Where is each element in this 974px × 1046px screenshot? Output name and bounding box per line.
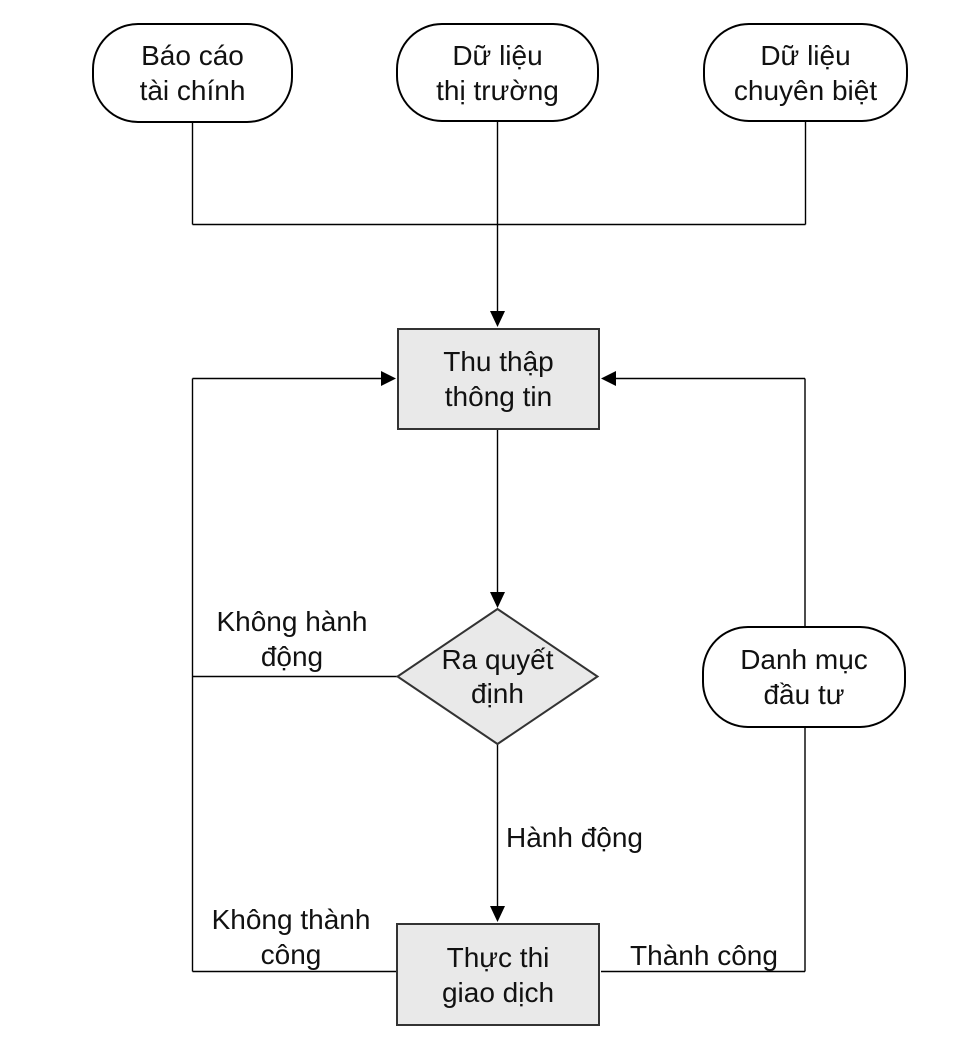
- terminal-portfolio: Danh mục đầu tư: [702, 626, 906, 728]
- edge-label-action: Hành động: [506, 822, 644, 853]
- terminal-financial-reports-label: Báo cáo tài chính: [139, 40, 246, 106]
- edge-label-no-action: Không hành động: [216, 606, 368, 672]
- process-collect-information: Thu thập thông tin: [397, 328, 600, 430]
- terminal-specialized-data: Dữ liệu chuyên biệt: [703, 23, 908, 122]
- terminal-portfolio-label: Danh mục đầu tư: [740, 644, 868, 710]
- arrowhead-into-execute-top: [490, 906, 505, 922]
- process-collect-information-label: Thu thập thông tin: [443, 346, 554, 412]
- edge-label-successful: Thành công: [630, 940, 778, 971]
- arrowhead-into-decision-top: [490, 592, 505, 608]
- process-execute-trades-label: Thực thi giao dịch: [441, 941, 555, 1008]
- arrowhead-into-collect-right: [601, 371, 616, 386]
- arrowhead-into-collect-top: [490, 311, 505, 327]
- terminal-market-data: Dữ liệu thị trường: [396, 23, 599, 122]
- edge-label-unsuccessful: Không thành công: [211, 904, 371, 970]
- terminal-financial-reports: Báo cáo tài chính: [92, 23, 293, 123]
- decision-make-decision-label: Ra quyết định: [441, 643, 554, 709]
- arrowhead-into-collect-left: [381, 371, 396, 386]
- terminal-specialized-data-label: Dữ liệu chuyên biệt: [733, 39, 878, 106]
- decision-diamond-shape: [395, 607, 600, 746]
- process-execute-trades: Thực thi giao dịch: [396, 923, 600, 1026]
- terminal-market-data-label: Dữ liệu thị trường: [436, 39, 559, 106]
- decision-make-decision: Ra quyết định: [397, 609, 598, 744]
